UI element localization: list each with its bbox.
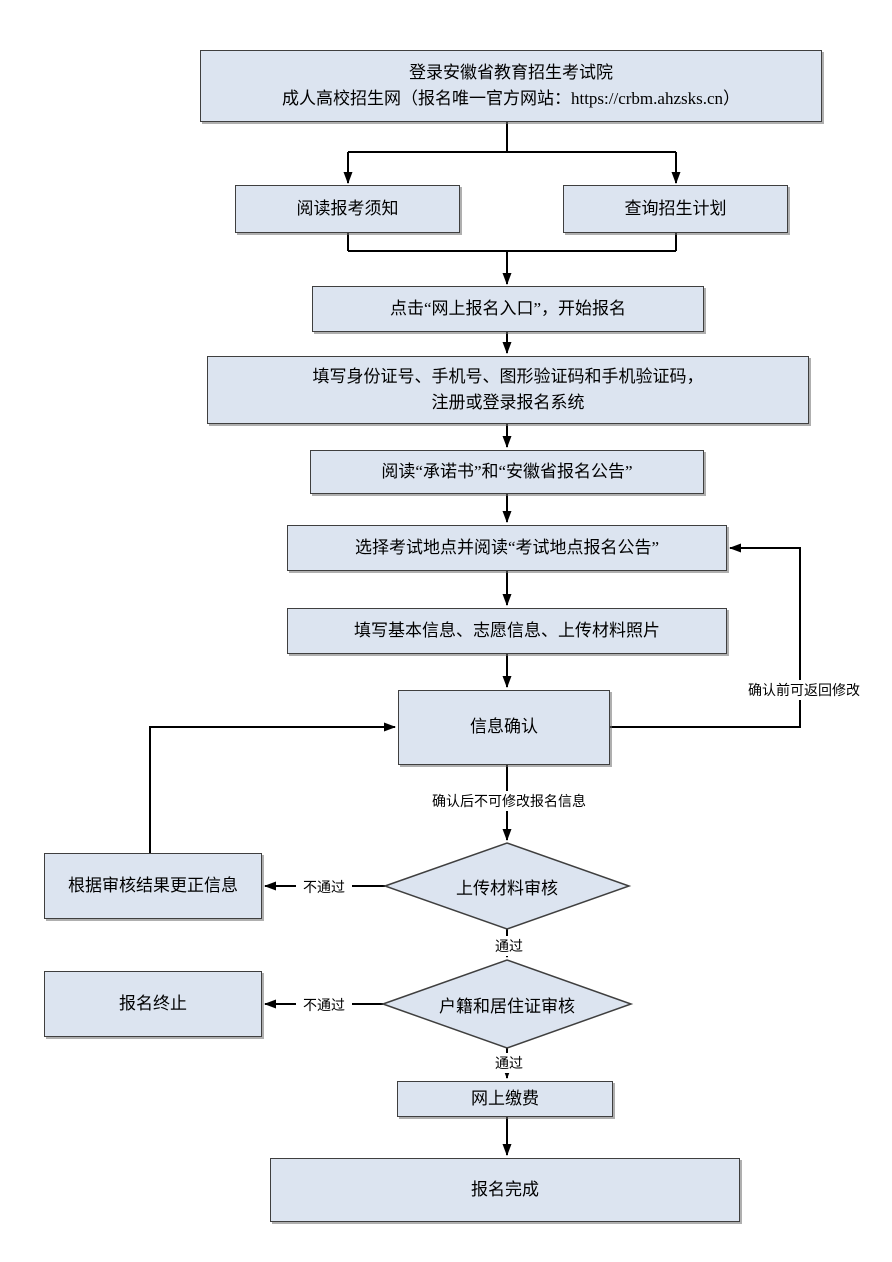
node-registration-complete: 报名完成: [270, 1158, 740, 1222]
node-query-plan-label: 查询招生计划: [624, 198, 727, 218]
node-click-entry-label: 点击“网上报名入口”，开始报名: [389, 298, 627, 318]
node-registration-end: 报名终止: [44, 971, 262, 1037]
edge-label-after-confirm: 确认后不可修改报名信息: [420, 791, 598, 811]
decision-material-review-shape: [382, 842, 632, 930]
node-register-login-line1: 填写身份证号、手机号、图形验证码和手机验证码，: [312, 366, 704, 386]
node-read-promise-label: 阅读“承诺书”和“安徽省报名公告”: [381, 461, 633, 481]
node-confirm-info: 信息确认: [398, 690, 610, 765]
edge-label-material-fail: 不通过: [296, 877, 352, 897]
node-online-payment: 网上缴费: [397, 1081, 613, 1117]
merge-bar: [347, 233, 677, 252]
node-select-location-label: 选择考试地点并阅读“考试地点报名公告”: [354, 537, 660, 557]
node-correct-info-label: 根据审核结果更正信息: [68, 875, 238, 895]
node-correct-info: 根据审核结果更正信息: [44, 853, 262, 919]
edge-label-before-confirm: 确认前可返回修改: [740, 680, 868, 700]
node-select-location: 选择考试地点并阅读“考试地点报名公告”: [287, 525, 727, 571]
node-start-line2: 成人高校招生网（报名唯一官方网站：https://crbm.ahzsks.cn）: [281, 89, 741, 108]
node-query-plan: 查询招生计划: [563, 185, 788, 233]
node-read-notice-label: 阅读报考须知: [296, 198, 399, 218]
split-bar: [348, 122, 676, 153]
edge-correct-to-confirm: [149, 722, 396, 853]
node-fill-info: 填写基本信息、志愿信息、上传材料照片: [287, 608, 727, 654]
node-register-login: 填写身份证号、手机号、图形验证码和手机验证码， 注册或登录报名系统: [207, 356, 809, 424]
node-online-payment-label: 网上缴费: [471, 1088, 539, 1108]
decision-residence-review-shape: [380, 959, 634, 1049]
node-register-login-line2: 注册或登录报名系统: [431, 393, 585, 412]
edge-label-residence-fail: 不通过: [296, 995, 352, 1015]
node-fill-info-label: 填写基本信息、志愿信息、上传材料照片: [354, 620, 660, 640]
edge-loop-right-return: [610, 543, 801, 728]
node-read-notice: 阅读报考须知: [235, 185, 460, 233]
node-confirm-info-label: 信息确认: [470, 717, 538, 737]
edge-label-material-pass: 通过: [481, 936, 537, 956]
node-click-entry: 点击“网上报名入口”，开始报名: [312, 286, 704, 332]
node-start: 登录安徽省教育招生考试院 成人高校招生网（报名唯一官方网站：https://cr…: [200, 50, 822, 122]
node-registration-complete-label: 报名完成: [471, 1179, 539, 1199]
edge-label-residence-pass: 通过: [481, 1053, 537, 1073]
node-read-promise: 阅读“承诺书”和“安徽省报名公告”: [310, 450, 704, 494]
node-start-line1: 登录安徽省教育招生考试院: [409, 62, 613, 82]
node-registration-end-label: 报名终止: [119, 993, 187, 1013]
